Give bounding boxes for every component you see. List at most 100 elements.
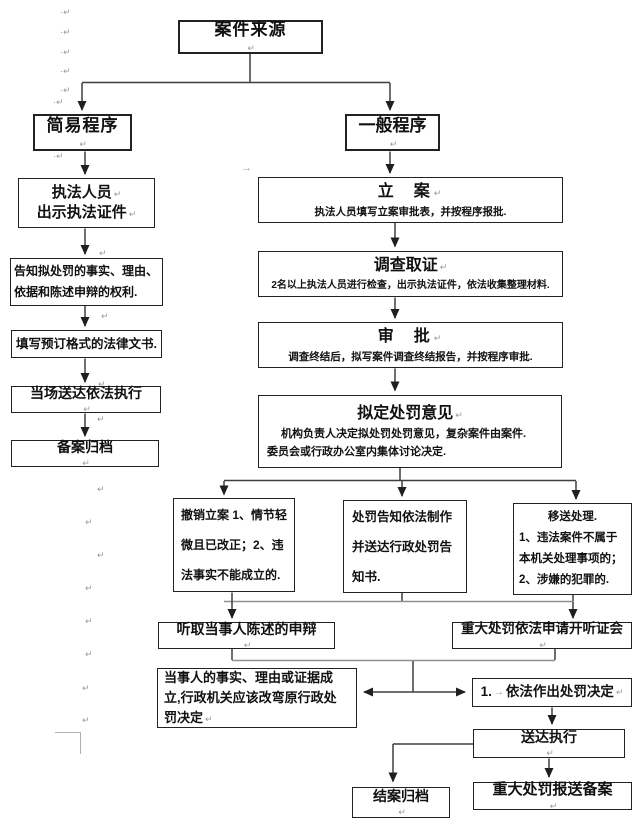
pilcrow-mark: ·↵ (53, 151, 64, 161)
pilcrow-mark: ·↵ (60, 66, 71, 76)
penalty-notice-line: 知书. (352, 569, 381, 584)
pilcrow-mark: ↵ (113, 188, 122, 199)
node-filing: 备案归档 ↵ (11, 438, 159, 468)
pilcrow-mark: ↵ (85, 517, 93, 527)
transfer-case-line: 2、涉嫌的犯罪的. (519, 574, 610, 586)
transfer-case-line: 本机关处理事项的； (519, 553, 623, 565)
pilcrow-mark: ↵ (97, 550, 105, 560)
close-case-label: 结案归档 (373, 787, 429, 804)
approval-title: 审 批↵ (377, 328, 444, 346)
node-penalty-notice: 处罚告知依法制作 并送达行政处罚告 知书. (343, 500, 467, 593)
hear-statement-label: 听取当事人陈述的申辩 (176, 620, 317, 637)
change-decision-line: 立,行政机关应该改弯原行政处 (164, 689, 337, 705)
pilcrow-mark: ·↵ (60, 27, 71, 37)
pilcrow-mark: ↵ (85, 616, 93, 626)
draft-penalty-line2: 委员会或行政办公室内集体讨论决定. (267, 446, 447, 459)
withdraw-case-line: 微且已改正；2、违 (181, 538, 284, 552)
pilcrow-mark: ↵ (243, 639, 252, 650)
approval-sub: 调查终结后，拟写案件调查终结报告，并按程序审批. (288, 350, 533, 363)
tab-arrow-icon: → (493, 686, 504, 698)
node-hear-statement: 听取当事人陈述的申辩 ↵ (158, 620, 335, 650)
inform-rights-line1: 告知拟处罚的事实、理由、 (14, 264, 159, 278)
node-case-source: 案件来源 ↵ (178, 20, 323, 54)
change-decision-line: 罚决定↵ (164, 709, 213, 725)
pilcrow-mark: ↵ (433, 333, 444, 344)
pilcrow-mark: ↵ (82, 457, 90, 468)
simple-procedure-label: 简易程序 (46, 115, 119, 135)
node-hearing-request: 重大处罚依法申请开听证会 ↵ (452, 621, 632, 650)
penalty-notice-line: 处罚告知依法制作 (352, 509, 453, 524)
pilcrow-mark: ↵ (85, 583, 93, 593)
node-general-procedure: 一般程序 ↵ (345, 114, 440, 151)
pilcrow-mark: ↵ (99, 248, 107, 258)
hearing-request-label: 重大处罚依法申请开听证会 (461, 621, 623, 637)
pilcrow-mark: ↵ (539, 639, 547, 650)
pilcrow-mark: ·↵ (53, 97, 64, 107)
pilcrow-mark: ↵ (205, 713, 213, 724)
node-fill-documents: 填写预订格式的法律文书. (11, 330, 162, 358)
pilcrow-mark: ↵ (439, 262, 448, 273)
node-case-filing: 立 案↵ 执法人员填写立案审批表，并按程序报批. (258, 177, 563, 223)
pilcrow-mark: ↵ (398, 806, 406, 817)
tab-arrow-icon: → (241, 162, 252, 174)
node-make-decision: 1. → 依法作出处罚决定 ↵ (472, 678, 632, 707)
node-approval: 审 批↵ 调查终结后，拟写案件调查终结报告，并按程序审批. (258, 322, 563, 368)
withdraw-case-line: 法事实不能成立的. (181, 568, 281, 582)
pilcrow-mark: ↵ (389, 138, 398, 149)
pilcrow-mark: ↵ (615, 687, 624, 698)
investigation-sub: 2名以上执法人员进行检查，出示执法证件，依法收集整理材料. (271, 280, 550, 292)
pilcrow-mark: ·↵ (60, 7, 71, 17)
node-draft-penalty: 拟定处罚意见↵ 机构负责人决定拟处罚处罚意见，复杂案件由案件. 委员会或行政办公… (258, 395, 562, 468)
pilcrow-mark: ↵ (97, 484, 105, 494)
node-inform-rights: 告知拟处罚的事实、理由、 依据和陈述申辩的权利. (10, 258, 163, 306)
pilcrow-mark: ↵ (433, 188, 444, 199)
fill-documents-label: 填写预订格式的法律文书. (16, 336, 157, 351)
law-officers-line2: 出示执法证件↵ (36, 204, 137, 221)
node-transfer-case: 移送处理. 1、违法案件不属于 本机关处理事项的； 2、涉嫌的犯罪的. (513, 503, 632, 595)
pilcrow-mark: ↵ (455, 409, 463, 420)
pilcrow-mark: ↵ (247, 43, 256, 54)
report-major-label: 重大处罚报送备案 (492, 780, 613, 798)
pilcrow-mark: ↵ (546, 747, 554, 758)
frame-corner-mark (55, 732, 81, 754)
node-withdraw-case: 撤销立案 1、情节轻 微且已改正；2、违 法事实不能成立的. (173, 498, 295, 592)
draft-penalty-line1: 机构负责人决定拟处罚处罚意见，复杂案件由案件. (281, 428, 527, 441)
node-close-case: 结案归档 ↵ (352, 787, 450, 818)
penalty-notice-line: 并送达行政处罚告 (352, 539, 453, 554)
pilcrow-mark: ↵ (82, 683, 90, 693)
node-simple-procedure: 简易程序 ↵ (33, 114, 132, 151)
general-procedure-label: 一般程序 (358, 115, 427, 135)
law-officers-line1: 执法人员↵ (51, 183, 122, 201)
pilcrow-mark: ↵ (79, 138, 88, 149)
pilcrow-mark: ↵ (549, 801, 558, 812)
transfer-case-line: 1、违法案件不属于 (519, 532, 618, 544)
transfer-case-title: 移送处理. (547, 511, 598, 523)
node-report-major: 重大处罚报送备案 ↵ (473, 780, 632, 812)
filing-label: 备案归档 (57, 438, 113, 455)
pilcrow-mark: ↵ (97, 414, 105, 424)
node-investigation: 调查取证↵ 2名以上执法人员进行检查，出示执法证件，依法收集整理材料. (258, 251, 563, 297)
onsite-execution-label: 当场送达依法执行 (30, 384, 142, 401)
node-onsite-execution: 当场送达依法执行 ↵ (11, 384, 161, 414)
pilcrow-mark: ↵ (101, 311, 109, 321)
node-law-officers: 执法人员↵ 出示执法证件↵ (18, 178, 155, 228)
pilcrow-mark: ·↵ (60, 47, 71, 57)
pilcrow-mark: ↵ (82, 715, 90, 725)
make-decision-prefix: 1. (480, 684, 492, 700)
pilcrow-mark: ↵ (85, 649, 93, 659)
withdraw-case-line: 撤销立案 1、情节轻 (181, 508, 288, 522)
make-decision-label: 依法作出处罚决定 (505, 684, 614, 700)
inform-rights-line2: 依据和陈述申辩的权利. (14, 285, 138, 299)
serve-execution-label: 送达执行 (521, 728, 577, 745)
change-decision-line: 当事人的事实、理由或证据成 (164, 669, 334, 685)
case-source-label: 案件来源 (214, 20, 287, 40)
pilcrow-mark: ↵ (83, 403, 91, 414)
investigation-title: 调查取证↵ (373, 257, 448, 275)
case-filing-title: 立 案↵ (377, 183, 444, 201)
node-serve-execution: 送达执行 ↵ (473, 729, 625, 758)
node-change-decision: 当事人的事实、理由或证据成 立,行政机关应该改弯原行政处 罚决定↵ (157, 668, 357, 728)
case-filing-sub: 执法人员填写立案审批表，并按程序报批. (314, 205, 507, 218)
pilcrow-mark: ↵ (98, 379, 106, 389)
